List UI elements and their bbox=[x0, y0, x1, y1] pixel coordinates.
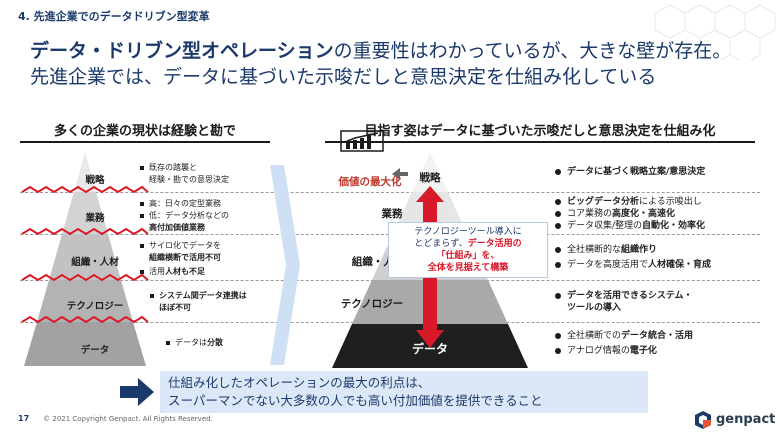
page-number: 17 bbox=[18, 414, 30, 423]
right-bullet-strategy: データに基づく戦略立案/意思決定 bbox=[555, 166, 705, 178]
bullet-text: データ統合・活用 bbox=[621, 331, 694, 341]
left-note-strategy: 既存の踏襲と 経験・勘での意思決定 bbox=[140, 162, 229, 185]
left-pyramid-tech bbox=[37, 280, 133, 322]
bullet-text: データ収集/整理の bbox=[567, 221, 643, 231]
banner-arrow-icon bbox=[120, 378, 154, 406]
bullet-text: データを活用できるシステム・ bbox=[567, 291, 693, 301]
left-level-ops: 業務 bbox=[85, 213, 105, 224]
left-pyramid-ops bbox=[62, 192, 108, 234]
left-level-data: データ bbox=[80, 345, 110, 356]
bullet-text: 全社横断的な bbox=[567, 245, 622, 255]
note-text: 高付加価値業務 bbox=[149, 223, 205, 232]
bullet-text: データに基づく戦略立案/意思決定 bbox=[567, 167, 706, 177]
note-text: 人材も不足 bbox=[165, 267, 205, 276]
left-note-tech: システム間データ連携は ほぼ不可 bbox=[150, 290, 247, 313]
right-level-tech: テクノロジー bbox=[340, 298, 404, 310]
callout-line-red: データ活用の bbox=[467, 239, 522, 249]
right-pyramid-strategy bbox=[412, 152, 448, 192]
right-bullets-ops: ビッグデータ分析による示唆出し コア業務の高度化・高速化 データ収集/整理の自動… bbox=[555, 196, 705, 232]
footer: 17 © 2021 Copyright Genpact. All Rights R… bbox=[18, 414, 213, 423]
bullet-text: ツールの導入 bbox=[567, 303, 622, 313]
headline-rest: の重要性はわかっているが、大きな壁が存在。 bbox=[333, 40, 732, 62]
left-level-tech: テクノロジー bbox=[66, 301, 124, 312]
note-text: ほぼ不可 bbox=[159, 303, 191, 312]
bullet-text: 電子化 bbox=[629, 346, 657, 356]
left-note-data: データは分散 bbox=[166, 337, 223, 349]
left-level-org: 組織・人材 bbox=[71, 257, 119, 268]
callout-line-red: 全体を見据えて構築 bbox=[427, 263, 509, 273]
note-text: 既存の踏襲と bbox=[149, 163, 197, 172]
banner-line: スーパーマンでない大多数の人でも高い付加価値を提供できること bbox=[168, 393, 543, 408]
right-level-data: データ bbox=[411, 342, 448, 356]
copyright: © 2021 Copyright Genpact. All Rights Res… bbox=[43, 415, 213, 423]
conclusion-banner: 仕組み化したオペレーションの最大の利点は、 スーパーマンでない大多数の人でも高い… bbox=[160, 371, 648, 413]
left-column-title: 多くの企業の現状は経験と勘で bbox=[20, 120, 270, 143]
bullet-text: コア業務の bbox=[567, 209, 613, 219]
bullet-text: 高度化・高速化 bbox=[612, 209, 676, 219]
headline: データ・ドリブン型オペレーションの重要性はわかっているが、大きな壁が存在。 先進… bbox=[30, 38, 770, 90]
right-level-strategy: 戦略 bbox=[419, 172, 441, 184]
bullet-text: 自動化・効率化 bbox=[642, 221, 706, 231]
genpact-logo-icon bbox=[695, 411, 711, 429]
note-text: 組織横断で活用不可 bbox=[149, 253, 221, 262]
bullet-text: アナログ情報の bbox=[567, 346, 630, 356]
left-pyramid-strategy bbox=[74, 152, 96, 192]
arrow-left-icon bbox=[392, 168, 408, 180]
callout-line: とどまらず、 bbox=[414, 239, 468, 249]
bullet-text: 人材確保・育成 bbox=[648, 260, 712, 270]
divider-strategy bbox=[20, 192, 760, 193]
left-note-org: サイロ化でデータを 組織横断で活用不可 活用人材も不足 bbox=[140, 240, 221, 278]
hexagon-pattern-decoration bbox=[654, 4, 776, 60]
right-bullets-org: 全社横断的な組織作り データを高度活用で人材確保・育成 bbox=[555, 244, 711, 271]
value-maximization-label: 価値の最大化 bbox=[338, 176, 402, 188]
callout-line-red: 「仕組み」を、 bbox=[436, 251, 500, 261]
left-pyramid-org bbox=[49, 234, 121, 280]
left-pyramid bbox=[21, 152, 149, 366]
note-text: 経験・勘での意思決定 bbox=[149, 175, 229, 184]
callout-line: テクノロジーツール導入に bbox=[414, 227, 522, 237]
note-text: 高：日々の定型業務 bbox=[149, 199, 221, 208]
bullet-text: ビッグデータ分析 bbox=[567, 197, 640, 207]
bullet-text: 組織作り bbox=[621, 245, 658, 255]
callout-box: テクノロジーツール導入に とどまらず、データ活用の 「仕組み」を、 全体を見据え… bbox=[388, 222, 548, 278]
right-bullets-tech: データを活用できるシステム・ ツールの導入 bbox=[555, 290, 693, 314]
bullet-text: による示唆出し bbox=[639, 197, 702, 207]
transition-arrow-icon bbox=[270, 165, 300, 365]
section-label: 4. 先進企業でのデータドリブン型変革 bbox=[18, 10, 210, 23]
note-text: システム間データ連携は bbox=[159, 291, 247, 300]
right-level-ops: 業務 bbox=[381, 208, 403, 220]
right-bullets-data: 全社横断でのデータ統合・活用 アナログ情報の電子化 bbox=[555, 330, 693, 357]
growth-chart-icon bbox=[340, 130, 384, 152]
headline-line2: 先進企業では、データに基づいた示唆だしと意思決定を仕組み化している bbox=[30, 66, 657, 88]
bullet-text: 全社横断での bbox=[567, 331, 622, 341]
note-text: データは bbox=[175, 338, 207, 347]
headline-bold: データ・ドリブン型オペレーション bbox=[30, 40, 334, 62]
left-note-ops: 高：日々の定型業務 低：データ分析などの 高付加価値業務 bbox=[140, 198, 229, 233]
note-text: 低：データ分析などの bbox=[149, 211, 229, 220]
bullet-text: データを高度活用で bbox=[567, 260, 649, 270]
note-text: サイロ化でデータを bbox=[149, 241, 221, 250]
note-text: 活用 bbox=[149, 267, 165, 276]
genpact-logo-text: genpact bbox=[716, 412, 776, 427]
right-column-title: 目指す姿はデータに基づいた示唆だしと意思決定を仕組み化 bbox=[325, 120, 755, 143]
left-pyramid-data bbox=[24, 322, 146, 366]
note-text: 分散 bbox=[207, 338, 223, 347]
crack-lines bbox=[21, 185, 149, 324]
left-level-strategy: 戦略 bbox=[85, 175, 105, 186]
banner-line: 仕組み化したオペレーションの最大の利点は、 bbox=[168, 375, 431, 390]
